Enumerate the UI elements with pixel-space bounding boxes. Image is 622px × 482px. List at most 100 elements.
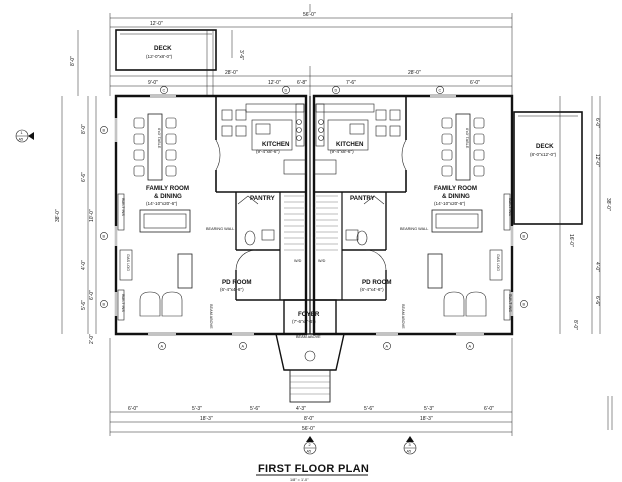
beam-left: BEAM ABOVE [209,304,213,329]
deck-right-size: (8'-0"x12'-0") [530,152,557,157]
built-in-left-1: BUILT INS [121,198,125,216]
section-bottom2-sheet: A5 [407,450,412,454]
deck-right: DECK (8'-0"x12'-0") [513,111,583,225]
vdim-right-3: 4'-0" [594,262,600,272]
pd-room-right-name: PD ROOM [362,279,392,286]
bottom-dim-1: 5'-3" [192,406,202,412]
plan-scale: 1/8" = 1'-0" [290,478,309,482]
deck-left-name: DECK [154,45,172,52]
vdim-right-2: 16'-0" [568,234,574,247]
foyer-beam: BEAM ABOVE [296,335,321,339]
window-tag-a-2: A [242,345,245,349]
gas-log-left: GAS LOG [126,254,130,271]
built-in-left-2: BUILT INS [121,294,125,312]
window-tag-d-right: D [335,89,338,93]
top-dim-6: 6'-0" [470,80,480,86]
family-room-right-dining: & DINING [442,193,470,200]
pd-room-right-size: (6'-4"x4'-6") [360,287,384,292]
kitchen-right-name: KITCHEN [336,141,364,148]
vdim-left-4: 5'-6" [81,300,87,310]
washer-left: W/D [294,259,302,263]
window-tag-b-left-1: B [103,129,106,133]
top-dim-0: 28'-0" [225,70,238,76]
vdim-left-1: 6'-6" [81,172,87,182]
table-left-label: 6'x3' TABLE [157,128,161,149]
window-tag-b-left-2: B [103,235,106,239]
top-dim-1: 28'-0" [408,70,421,76]
window-tag-a-4: A [469,345,472,349]
family-room-left-dining: & DINING [154,193,182,200]
table-right-label: 6'x3' TABLE [465,128,469,149]
section-left-sheet: A5 [19,138,24,142]
overall-width-bottom: 56'-0" [302,426,315,432]
bottom-dim-3: 4'-3" [296,406,306,412]
beam-right: BEAM ABOVE [401,304,405,329]
bottom-dim-8: 18'-3" [420,416,433,422]
overall-depth-right: 38'-0" [605,198,611,211]
side-dimension-strings: 38'-0" 8'-0" 6'-6" 10'-0" 4'-0" 5'-6" 6'… [55,96,611,344]
window-tag-b-right-1: B [523,235,526,239]
window-tag-b-right-2: B [523,303,526,307]
section-marker-left: 1 A5 [15,129,34,143]
top-dim-5: 7'-6" [346,80,356,86]
vdim-left-5: 6'-0" [89,290,95,300]
overall-width-top: 56'-0" [303,12,316,18]
vdim-left-6: 2'-0" [89,334,95,344]
gas-log-right: GAS LOG [496,254,500,271]
vdim-right-5: 8'-0" [572,320,578,330]
window-tag-a-1: A [161,345,164,349]
section-left-id: 1 [21,131,23,135]
building-outline [114,94,514,336]
family-room-left-name: FAMILY ROOM [146,185,189,192]
bottom-dim-9: 8'-0" [304,416,314,422]
bottom-dim-6: 6'-0" [484,406,494,412]
vdim-right-0: 6'-0" [594,118,600,128]
window-tags: C C D D B B B B B A A A A [100,86,528,350]
deck-left-size: (12'-0"x8'-0") [146,54,173,59]
deck-left: DECK (12'-0"x8'-0") 3'-6" 8'-0" [70,29,244,96]
section-marker-bottom-right: 3 A5 [403,436,417,455]
title-block: FIRST FLOOR PLAN 1/8" = 1'-0" [256,463,369,482]
window-tag-b-left-3: B [103,303,106,307]
pd-room-left-size: (6'-4"x4'-6") [220,287,244,292]
foyer: FOYER (7'-6"x7'-6") BEAM ABOVE [275,299,345,403]
bottom-dim-5: 5'-3" [424,406,434,412]
window-tag-a-3: A [386,345,389,349]
bearing-wall-right: BEARING WALL [400,227,428,231]
vdim-right-1: 12'-0" [594,154,600,167]
window-tag-c-top-left: C [163,89,166,93]
bottom-dim-4: 5'-6" [364,406,374,412]
pantry-right-name: PANTRY [350,195,376,202]
vdim-left-0: 8'-0" [81,124,87,134]
section-bottom-sheet: A5 [307,450,312,454]
section-markers: 1 A5 2 A5 3 A5 [15,129,613,455]
pd-room-left-name: PD ROOM [222,279,252,286]
section-bottom-id: 2 [309,443,311,447]
kitchen-right-size: (9'-4"x8'-6") [330,149,354,154]
plan-title: FIRST FLOOR PLAN [258,463,369,475]
vdim-left-2: 10'-0" [89,209,95,222]
kitchen-left-size: (9'-4"x8'-6") [256,149,280,154]
family-room-right-size: (14'-10"x20'-6") [434,201,466,206]
foyer-name: FOYER [298,311,320,318]
bottom-dim-0: 6'-0" [128,406,138,412]
unit-left: KITCHEN (9'-4"x8'-6") 6'x3' TABLE FAMILY… [117,96,307,329]
deck-left-small-dim: 3'-6" [238,50,244,60]
section-marker-right [607,396,613,430]
bottom-dimension-strings: 6'-0" 5'-3" 5'-6" 4'-3" 5'-6" 5'-3" 6'-0… [109,338,513,436]
top-dim-4: 6'-8" [297,80,307,86]
window-tag-c-top-right: C [439,89,442,93]
family-room-right-name: FAMILY ROOM [434,185,477,192]
bearing-wall-left: BEARING WALL [206,227,234,231]
deck-left-side-dim: 8'-0" [70,56,76,66]
unit-right: KITCHEN (9'-4"x8'-6") 6'x3' TABLE FAMILY… [313,96,512,329]
bottom-dim-2: 5'-6" [250,406,260,412]
deck-right-name: DECK [536,143,554,150]
top-dim-deck: 12'-0" [150,21,163,27]
family-room-left-size: (14'-10"x20'-6") [146,201,178,206]
overall-depth-left: 38'-0" [55,209,61,222]
section-bottom2-id: 3 [409,443,411,447]
washer-right: W/D [318,259,326,263]
vdim-left-3: 4'-0" [81,260,87,270]
